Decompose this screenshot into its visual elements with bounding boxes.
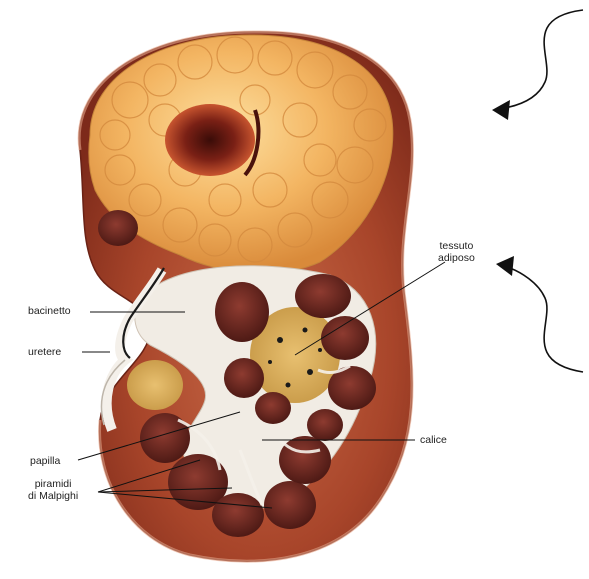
hilum-fat: [127, 360, 183, 410]
top-arrow: [505, 10, 583, 108]
label-piramidi-di-malpighi: piramidi di Malpighi: [28, 478, 78, 502]
label-papilla: papilla: [30, 455, 60, 467]
lesion: [165, 104, 255, 176]
label-tessuto-adiposo: tessuto adiposo: [438, 240, 475, 264]
upper-pyramid: [98, 210, 138, 246]
label-calice: calice: [420, 434, 447, 446]
label-piramidi: piramidi: [28, 478, 78, 490]
label-tessuto: tessuto: [438, 240, 475, 252]
top-arrowhead: [492, 100, 510, 120]
label-bacinetto: bacinetto: [28, 305, 71, 317]
label-di-malpighi: di Malpighi: [28, 490, 78, 502]
label-adiposo: adiposo: [438, 252, 475, 264]
bottom-arrowhead: [496, 256, 514, 276]
label-uretere: uretere: [28, 346, 61, 358]
bottom-arrow: [510, 268, 583, 372]
